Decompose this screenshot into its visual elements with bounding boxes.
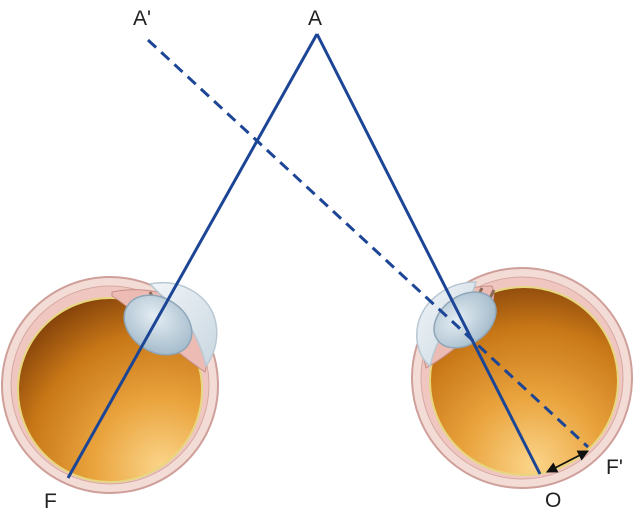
left-eye [1,276,219,494]
label-f: F [44,490,57,513]
retina-shift-arrow [546,450,589,473]
ray-a-prime-to-f-prime-dashed [146,38,590,449]
ray-a-to-o [315,33,542,475]
left-eye-lens [123,294,193,356]
label-f-prime: F' [606,456,623,479]
label-o: O [545,489,561,512]
right-eye [411,267,633,489]
ray-a-to-f [66,33,319,479]
label-a: A [308,7,322,30]
label-a-prime: A' [133,7,151,30]
